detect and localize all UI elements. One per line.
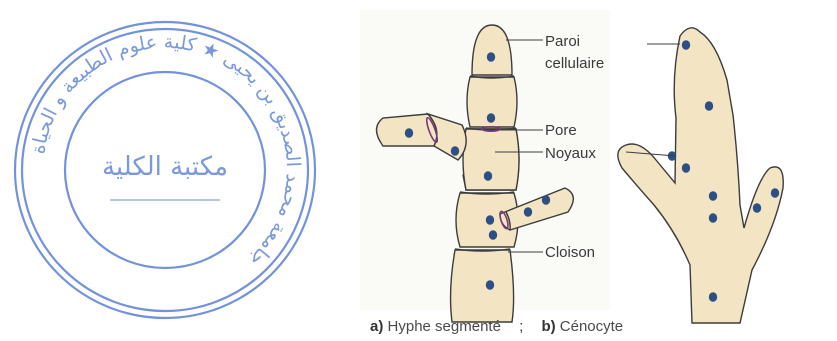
nucleus <box>753 203 761 213</box>
nucleus <box>489 230 497 240</box>
nucleus <box>524 207 532 217</box>
nucleus <box>486 215 494 225</box>
label-cloison: Cloison <box>545 244 595 261</box>
hypha-base-cell <box>451 250 514 322</box>
nucleus <box>405 128 413 138</box>
nucleus <box>487 52 495 62</box>
label-pore: Pore <box>545 122 577 139</box>
caption-b-text: Cénocyte <box>560 318 623 335</box>
nucleus <box>542 195 550 205</box>
nucleus <box>451 146 459 156</box>
coenocyte <box>618 28 783 323</box>
nucleus <box>682 40 690 50</box>
nucleus <box>484 171 492 181</box>
nucleus <box>486 280 494 290</box>
caption-b-marker: b) <box>541 318 555 335</box>
nucleus <box>709 213 717 223</box>
caption-a-marker: a) <box>370 318 383 335</box>
nucleus <box>487 113 495 123</box>
caption-separator: ; <box>519 318 523 335</box>
nucleus <box>771 188 779 198</box>
label-noyaux: Noyaux <box>545 145 596 162</box>
nucleus <box>705 101 713 111</box>
label-cellulaire: cellulaire <box>545 55 604 72</box>
nucleus <box>682 163 690 173</box>
hypha-cell <box>463 129 519 190</box>
figure-caption: a) Hyphe segmenté ; b) Cénocyte <box>370 318 623 335</box>
label-paroi: Paroi <box>545 33 580 50</box>
nucleus <box>709 292 717 302</box>
nucleus <box>709 191 717 201</box>
caption-a-text: Hyphe segmenté <box>388 318 501 335</box>
